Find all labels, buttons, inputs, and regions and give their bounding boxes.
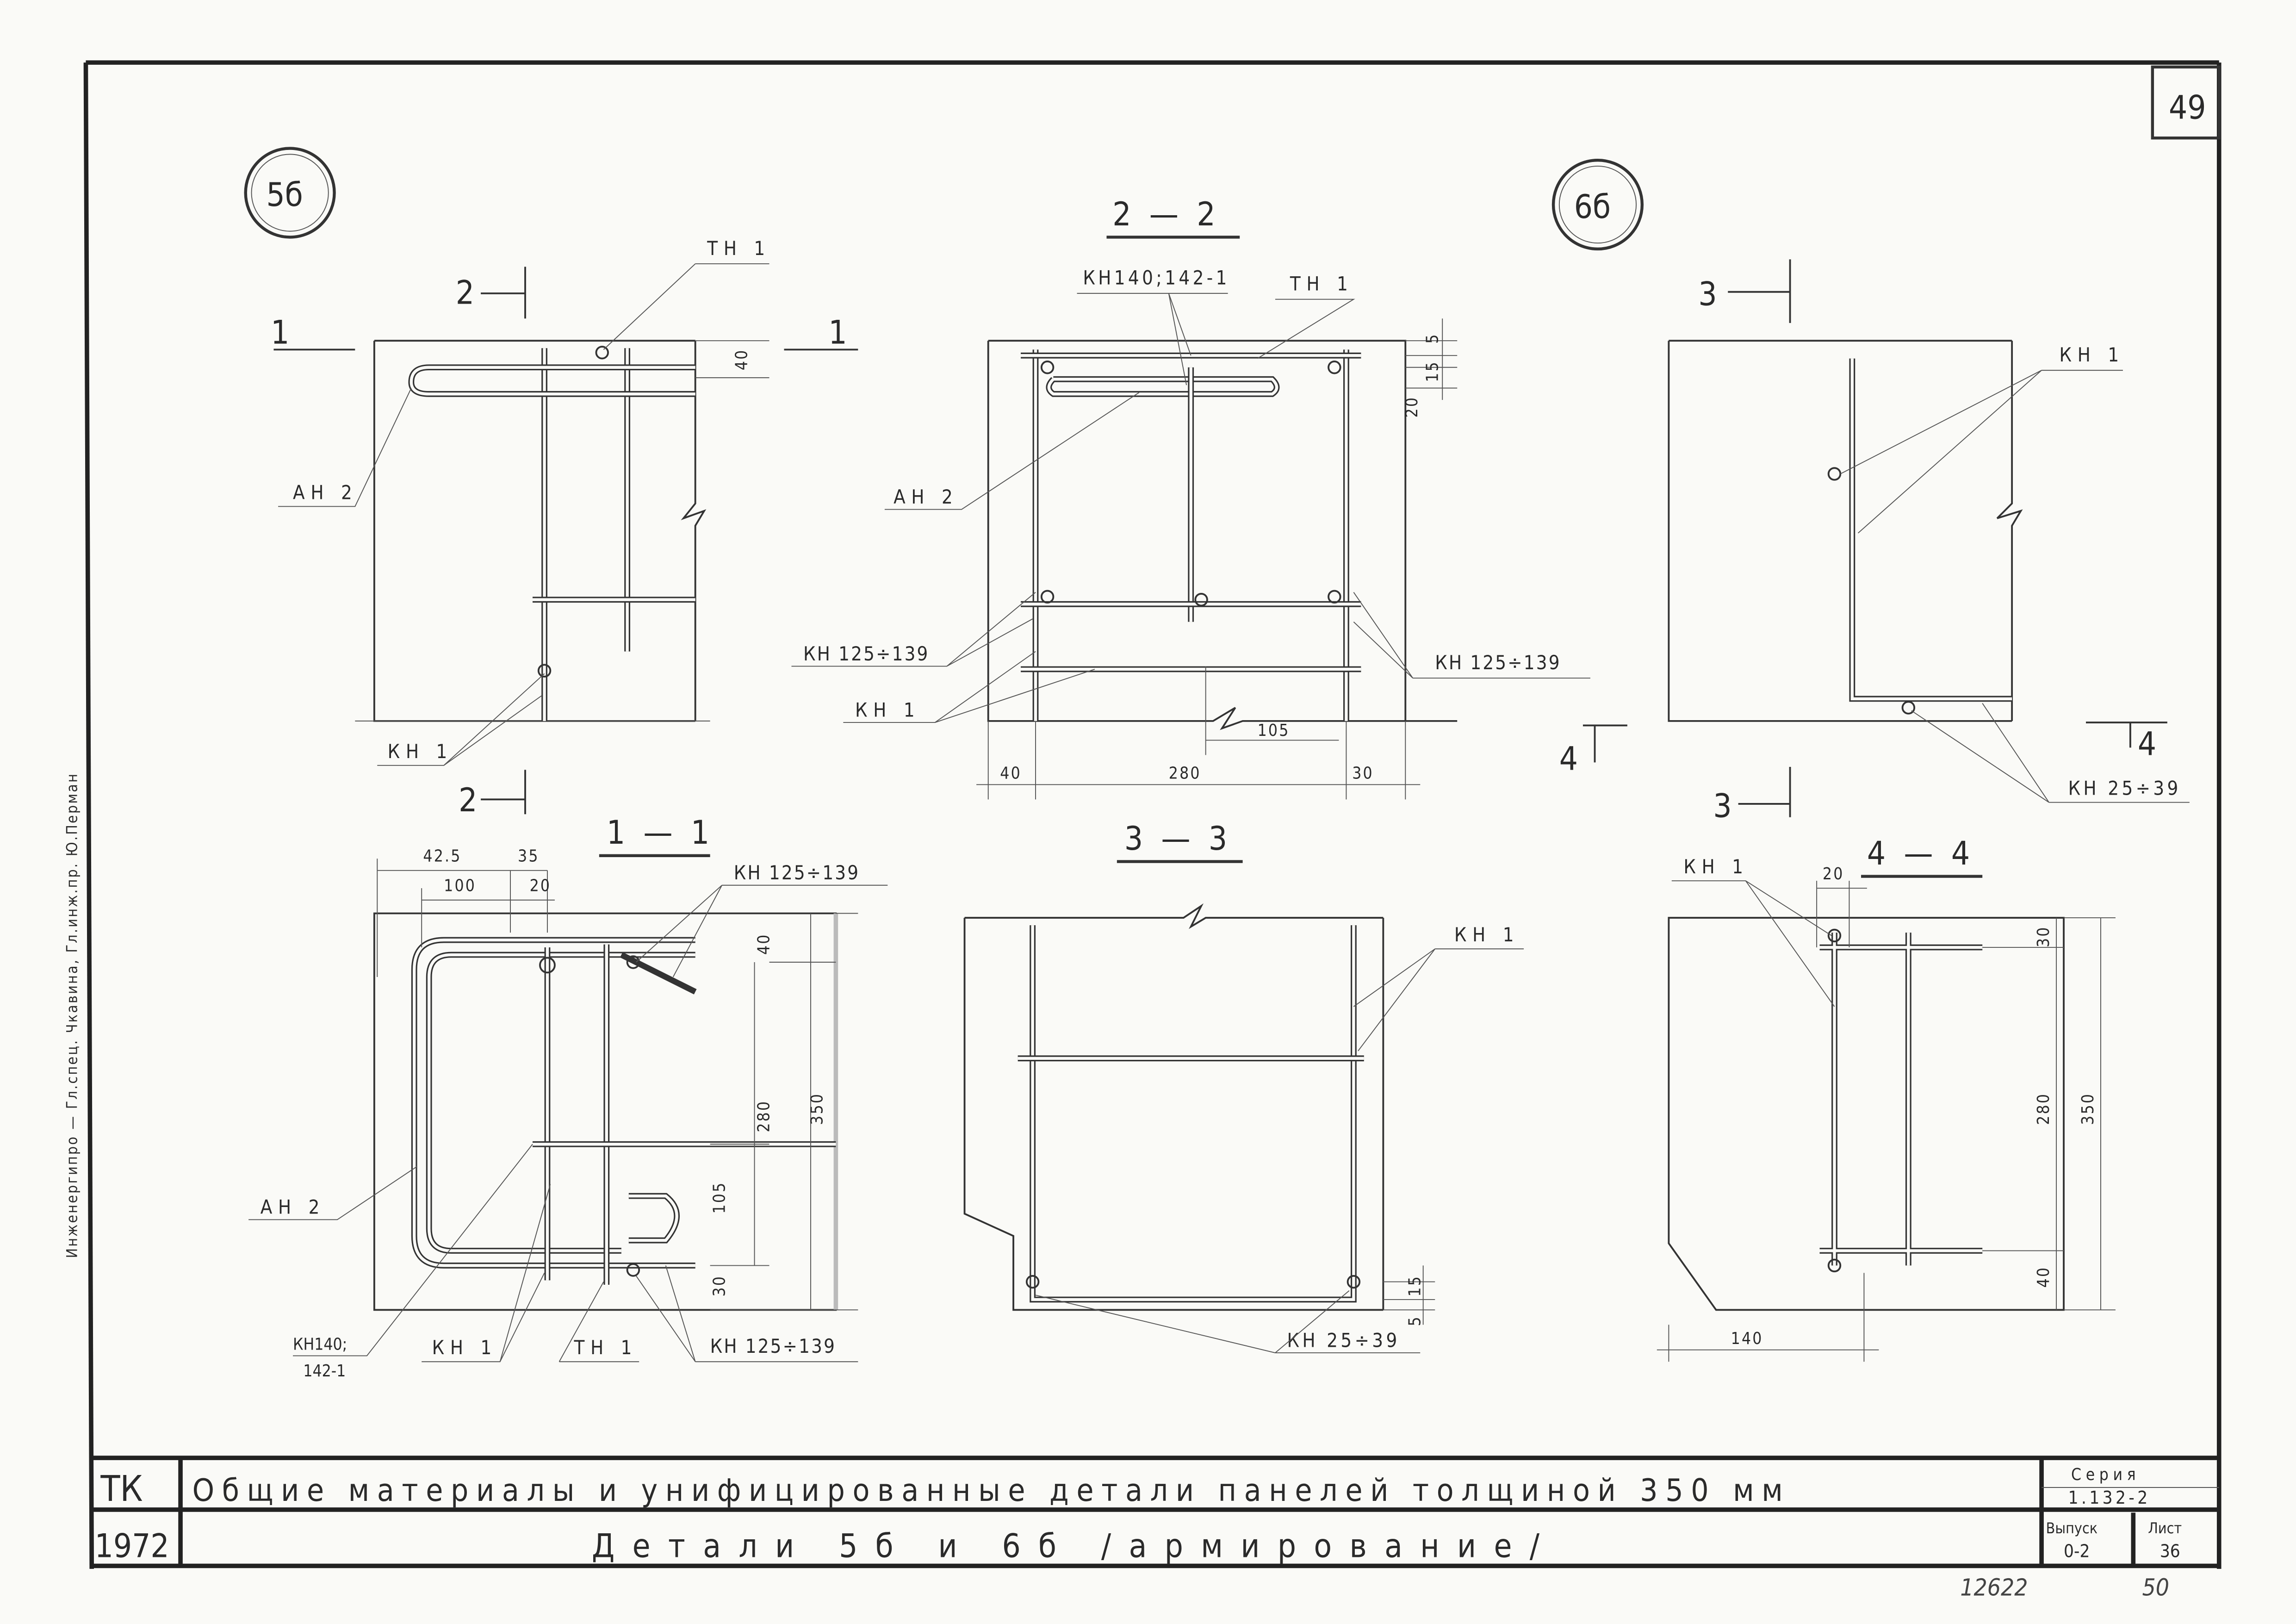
dim-text: 40 [2034,1266,2053,1288]
section-3-3: 3 — 3 КН 1 КН 25÷39 15 5 [963,820,1524,1354]
section-mark-2: 2 [459,781,477,819]
section-mark-4: 4 [1559,740,1578,778]
label-kn25: КН 25÷39 [2068,777,2181,800]
dim-text: 30 [710,1275,729,1297]
section-title-3-3: 3 — 3 [1124,820,1232,858]
section-title-2-2: 2 — 2 [1112,195,1220,233]
label-kn125-bottom: КН 125÷139 [710,1335,836,1357]
label-an2: АН 2 [293,481,358,504]
label-tn1: ТН 1 [707,237,771,260]
dim-text: 40 [732,349,751,371]
title-block-year: 1972 [95,1527,169,1565]
series-label: Серия [2071,1465,2140,1484]
section-mark-4: 4 [2138,725,2156,763]
dim-text: 30 [2034,926,2053,947]
section-1-1: 1 — 1 42.5 35 100 20 40 280 350 105 30 К… [248,814,888,1381]
label-an2: АН 2 [261,1196,325,1219]
label-tn1: ТН 1 [1290,272,1354,295]
issue-value: 0-2 [2064,1541,2090,1562]
title-block-subtitle: Детали 5б и 6б /армирование/ [592,1527,1558,1565]
label-kn1: КН 1 [2059,343,2124,366]
label-kn140: КН140; [293,1335,347,1354]
section-mark-3: 3 [1713,787,1731,825]
section-mark-1: 1 [271,314,289,352]
dim-text: 280 [755,1100,774,1132]
label-kn125-right: КН 125÷139 [1435,651,1561,674]
dim-text: 20 [1823,865,1844,884]
label-kn125-top: КН 125÷139 [734,861,860,884]
dim-text: 20 [1402,396,1421,418]
inventory-number: 12622 [1960,1574,2028,1601]
page-number: 50 [2142,1574,2169,1601]
section-title-1-1: 1 — 1 [607,814,714,852]
label-kn1: КН 1 [432,1336,497,1359]
dim-text: 350 [808,1093,827,1125]
issue-label: Выпуск [2046,1519,2097,1537]
section-4-4: 4 — 4 20 30 280 350 40 140 КН 1 [1657,834,2116,1362]
sheet-number: 49 [2169,89,2206,127]
dim-text: 5 [1423,333,1442,343]
label-an2: АН 2 [894,485,958,508]
dim-text: 40 [1000,764,1022,783]
dim-text: 350 [2079,1093,2097,1125]
dim-text: 42.5 [423,847,461,866]
margin-note: Инженергипро — Гл.спец. Чкавина, Гл.инж.… [63,772,81,1258]
label-kn1: КН 1 [1454,923,1520,946]
detail-6b-label: 6б [1574,188,1611,226]
label-kn140: 142-1 [303,1362,346,1381]
dim-text: 40 [755,933,774,955]
section-mark-1: 1 [828,314,847,352]
section-mark-3: 3 [1698,275,1717,313]
label-kn1: КН 1 [388,740,453,763]
dim-text: 15 [1423,361,1442,382]
label-kn25: КН 25÷39 [1287,1329,1400,1351]
detail-5b: 5б 40 ТН 1 АН 2 КН 1 1 1 2 2 [244,147,858,819]
dim-text: 35 [518,847,540,866]
title-block-code: ТК [100,1468,143,1510]
dim-text: 15 [1405,1275,1424,1297]
sheet-value: 36 [2160,1541,2180,1562]
dim-text: 30 [1352,764,1374,783]
detail-6b: 6б КН 1 КН 25÷39 3 3 4 4 [1551,158,2190,825]
dim-text: 20 [530,877,552,896]
label-kn140: КН140;142-1 [1083,267,1230,289]
detail-5b-label: 5б [266,176,303,214]
sheet-frame [83,60,2222,1569]
section-2-2: 2 — 2 40 280 105 30 5 15 20 КН140;142-1 … [791,195,1590,800]
detail-6b-circle [1551,158,1644,251]
sheet-label: Лист [2148,1519,2182,1537]
series-value: 1.132-2 [2068,1487,2151,1508]
section-mark-2: 2 [456,274,474,311]
dim-text: 140 [1731,1329,1763,1348]
detail-5b-circle [244,147,336,239]
section-title-4-4: 4 — 4 [1867,834,1974,872]
dim-text: 105 [1258,721,1290,740]
dim-text: 5 [1405,1315,1424,1326]
label-kn125-left: КН 125÷139 [803,642,929,665]
label-kn1: КН 1 [855,698,920,721]
dim-text: 280 [2034,1093,2053,1125]
dim-text: 105 [710,1182,729,1214]
dim-text: 280 [1169,764,1201,783]
dim-text: 100 [444,877,476,896]
title-block-title: Общие материалы и унифицированные детали… [192,1472,1791,1508]
title-block [92,1456,2219,1568]
label-tn1: ТН 1 [574,1336,638,1359]
label-kn1: КН 1 [1683,855,1749,878]
